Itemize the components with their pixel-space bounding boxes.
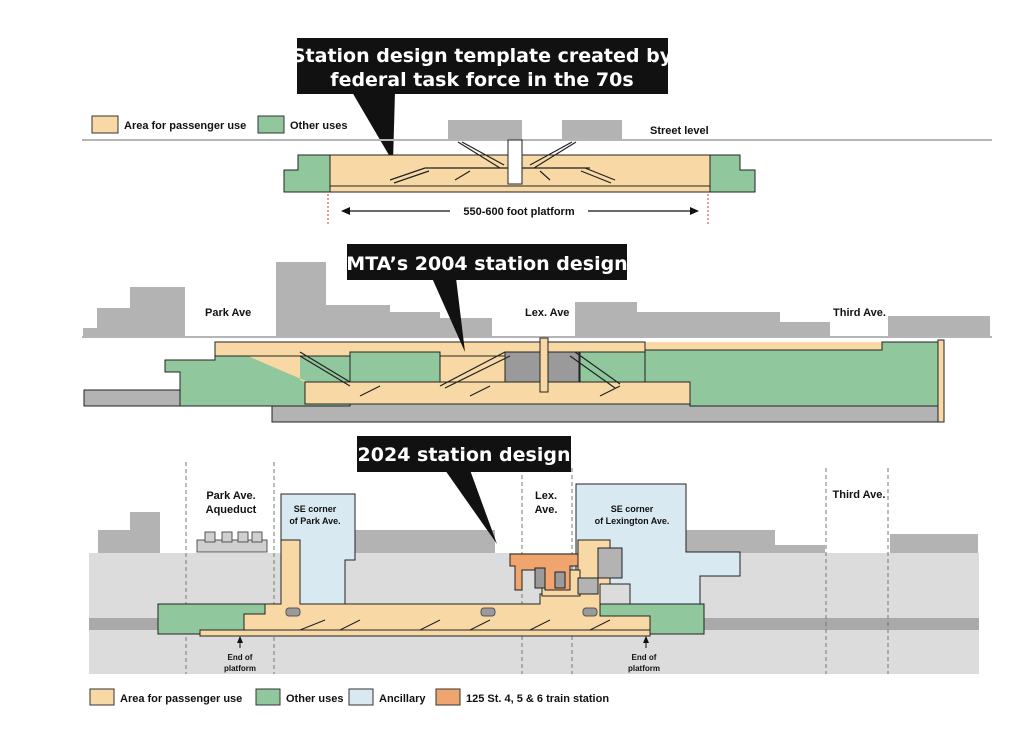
passenger-area <box>304 381 691 405</box>
legend-swatch-train-station <box>435 688 461 706</box>
mezzanine <box>577 577 599 595</box>
passenger-area <box>243 539 651 631</box>
end-left-line1: End of <box>228 653 253 662</box>
label-se-lex-line2: of Lexington Ave. <box>595 516 670 526</box>
legend-swatch-ancillary <box>348 688 374 706</box>
mezzanine <box>597 547 623 579</box>
end-left-line2: platform <box>224 664 256 673</box>
building <box>326 305 492 336</box>
section-2024: Park Ave. Aqueduct SE corner of Park Ave… <box>89 436 979 674</box>
callout-2024: 2024 station design <box>357 436 571 544</box>
building <box>276 262 326 336</box>
building <box>83 287 185 336</box>
callout-2004-text: MTA’s 2004 station design <box>346 253 627 275</box>
building <box>685 530 775 553</box>
section-2004: Park Ave Lex. Ave Third Ave. MTA’s 2004 … <box>82 244 992 423</box>
escalators <box>389 141 616 184</box>
section-1970s: Station design template created by feder… <box>82 38 992 225</box>
street-level-label: Street level <box>650 125 709 137</box>
building <box>890 534 978 553</box>
building <box>562 120 622 140</box>
elevator-shaft <box>539 337 549 393</box>
end-of-platform-left: End of platform <box>224 636 256 673</box>
legend-swatch-other <box>257 115 285 134</box>
label-park-aqueduct-line1: Park Ave. <box>206 490 255 502</box>
legend-label-other: Other uses <box>290 120 347 132</box>
label-se-park-line1: SE corner <box>294 504 337 514</box>
label-third-ave: Third Ave. <box>833 307 886 319</box>
other-uses-area <box>709 154 756 193</box>
escalators <box>299 619 611 631</box>
callout-2004: MTA’s 2004 station design <box>346 244 628 352</box>
callout-1970s: Station design template created by feder… <box>292 38 673 162</box>
elevator-shaft <box>507 139 523 185</box>
label-lex-ave: Lex. Ave <box>525 307 569 319</box>
legend-swatch-passenger <box>91 115 119 134</box>
other-uses-area <box>579 351 647 383</box>
end-of-platform-right: End of platform <box>628 636 660 673</box>
label-se-lex-line1: SE corner <box>611 504 654 514</box>
label-park-aqueduct-line2: Aqueduct <box>206 504 257 516</box>
building <box>355 530 495 553</box>
other-uses-area <box>283 154 331 193</box>
label-third-ave-2024: Third Ave. <box>833 489 886 501</box>
legend-swatch-passenger <box>89 688 115 706</box>
passenger-area <box>199 629 651 637</box>
legend-bottom-train-station: 125 St. 4, 5 & 6 train station <box>466 693 609 705</box>
platform-length-label: 550-600 foot platform <box>463 206 574 218</box>
building <box>888 316 990 336</box>
legend-swatch-other <box>255 688 281 706</box>
legend-bottom-ancillary: Ancillary <box>379 693 426 705</box>
building <box>775 545 825 553</box>
callout-1970s-line2: federal task force in the 70s <box>330 69 633 91</box>
label-se-park-line2: of Park Ave. <box>289 516 340 526</box>
legend-bottom: Area for passenger use Other uses Ancill… <box>89 688 609 706</box>
label-park-ave: Park Ave <box>205 307 251 319</box>
callout-1970s-line1: Station design template created by <box>292 45 673 67</box>
legend-bottom-other: Other uses <box>286 693 343 705</box>
passenger-area <box>937 339 945 423</box>
building <box>575 302 830 336</box>
escalators <box>299 351 621 397</box>
aqueduct-icon <box>196 531 268 553</box>
label-lex-line1: Lex. <box>535 490 557 502</box>
legend-bottom-passenger: Area for passenger use <box>120 693 242 705</box>
legend-label-passenger: Area for passenger use <box>124 120 246 132</box>
label-lex-line2: Ave. <box>535 504 558 516</box>
building <box>448 120 522 140</box>
building <box>98 512 160 553</box>
other-uses-area <box>349 351 441 383</box>
callout-2024-text: 2024 station design <box>358 444 571 466</box>
end-right-line2: platform <box>628 664 660 673</box>
end-right-line1: End of <box>632 653 657 662</box>
